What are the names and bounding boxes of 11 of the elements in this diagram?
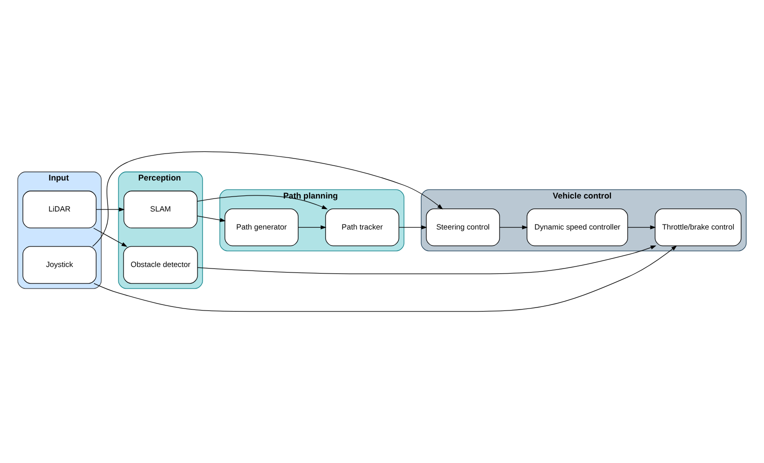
- arrow: [298, 225, 326, 230]
- arrow: [196, 216, 226, 222]
- arrow: [196, 195, 328, 210]
- arrow: [96, 207, 125, 212]
- arrow: [197, 246, 656, 274]
- arrow: [499, 225, 528, 230]
- arrow: [93, 228, 128, 247]
- arrow: [92, 151, 444, 247]
- arrow: [398, 225, 428, 230]
- arrow: [627, 225, 656, 230]
- arrow: [94, 245, 678, 312]
